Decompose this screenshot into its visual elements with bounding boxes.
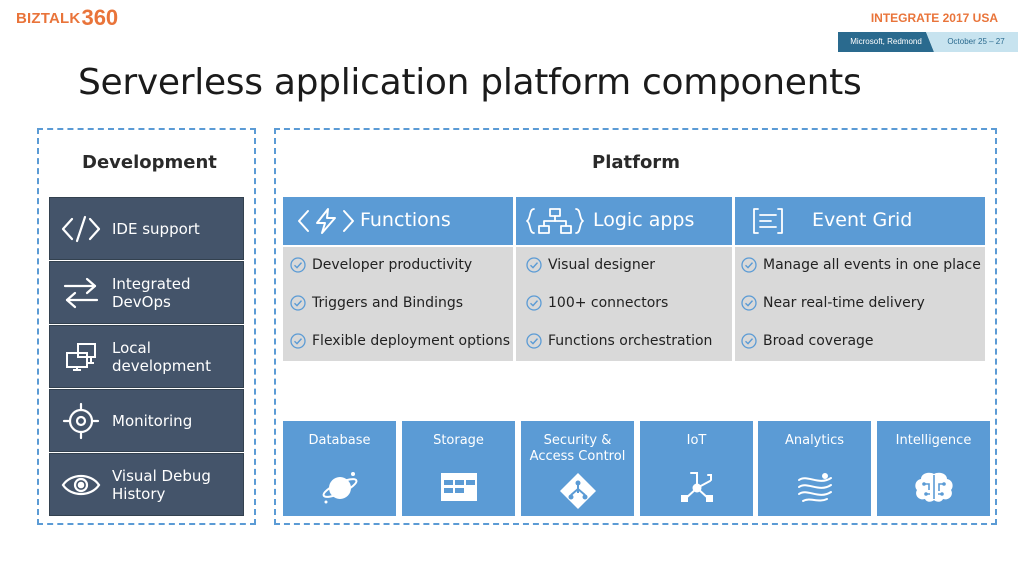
event-grid-icon [751,206,785,236]
check-circle-icon [526,257,542,273]
feature-point-text: Broad coverage [763,333,874,349]
service-storage: Storage [402,421,515,516]
development-container [37,128,256,525]
logo-text: BIZTALK [16,9,81,27]
dev-item-label: Integrated DevOps [112,274,191,311]
service-label: Storage [433,433,484,448]
check-circle-icon [526,333,542,349]
functions-icon [297,207,355,235]
service-intelligence: Intelligence [877,421,990,516]
dev-item-visual-debug-history: Visual Debug History [49,453,244,516]
service-database: Database [283,421,396,516]
biztalk360-logo: BIZTALK 360 [16,5,119,30]
feature-point: Functions orchestration [526,333,712,349]
feature-logic-apps-body: Visual designer 100+ connectors Function… [516,247,732,361]
feature-point-text: Visual designer [548,257,656,273]
brain-icon [877,467,990,507]
iot-icon [640,467,753,507]
feature-point: 100+ connectors [526,295,668,311]
feature-point: Near real-time delivery [741,295,925,311]
feature-point: Visual designer [526,257,655,273]
service-label: IoT [686,433,707,448]
feature-point: Flexible deployment options [290,333,510,349]
check-circle-icon [290,257,306,273]
service-iot: IoT [640,421,753,516]
database-planet-icon [283,467,396,507]
feature-point-text: Manage all events in one place [763,257,981,273]
check-circle-icon [290,333,306,349]
feature-title: Functions [360,209,451,231]
check-circle-icon [741,257,757,273]
dev-item-label: IDE support [112,219,200,238]
service-label: Analytics [784,433,845,448]
event-strip-background [838,32,1018,52]
feature-point-text: Functions orchestration [548,333,713,349]
event-location: Microsoft, Redmond [850,37,922,46]
logo-number: 360 [81,5,119,30]
check-circle-icon [741,295,757,311]
platform-heading: Platform [592,152,680,173]
dev-item-monitoring: Monitoring [49,389,244,452]
feature-point-text: Near real-time delivery [763,295,925,311]
dev-item-integrated-devops: Integrated DevOps [49,261,244,324]
check-circle-icon [741,333,757,349]
dev-item-local-development: Local development [49,325,244,388]
check-circle-icon [290,295,306,311]
feature-event-grid-header: Event Grid [735,197,985,245]
feature-point-text: Developer productivity [312,257,473,273]
service-label: Security & Access Control [529,433,626,464]
computers-icon [50,325,112,388]
development-heading: Development [82,152,217,173]
feature-logic-apps-header: Logic apps [516,197,732,245]
feature-point: Triggers and Bindings [290,295,463,311]
dev-item-label: Local development [112,338,211,375]
feature-point: Manage all events in one place [741,257,981,273]
feature-point: Developer productivity [290,257,472,273]
exchange-arrows-icon [50,261,112,324]
platform-container [274,128,997,525]
security-icon [521,471,634,511]
feature-point-text: Triggers and Bindings [312,295,464,311]
dev-item-ide-support: IDE support [49,197,244,260]
event-dates: October 25 – 27 [947,37,1005,46]
feature-point-text: 100+ connectors [548,295,669,311]
service-label: Intelligence [895,433,972,448]
service-security-access-control: Security & Access Control [521,421,634,516]
eye-icon [50,453,112,516]
feature-functions-header: Functions [283,197,513,245]
service-label: Database [308,433,371,448]
feature-title: Logic apps [593,209,695,231]
check-circle-icon [526,295,542,311]
event-title: INTEGRATE 2017 USA [870,11,998,25]
target-icon [50,389,112,452]
page-title: Serverless application platform componen… [78,62,862,103]
feature-title: Event Grid [812,209,913,231]
storage-icon [402,467,515,507]
service-analytics: Analytics [758,421,871,516]
logic-apps-icon [524,206,586,236]
code-icon [50,197,112,260]
feature-point: Broad coverage [741,333,874,349]
dev-item-label: Monitoring [112,411,193,430]
analytics-icon [758,467,871,507]
event-info-strip: Microsoft, Redmond October 25 – 27 [838,32,1018,52]
feature-functions-body: Developer productivity Triggers and Bind… [283,247,513,361]
feature-event-grid-body: Manage all events in one place Near real… [735,247,985,361]
feature-point-text: Flexible deployment options [312,333,511,349]
dev-item-label: Visual Debug History [112,466,211,503]
